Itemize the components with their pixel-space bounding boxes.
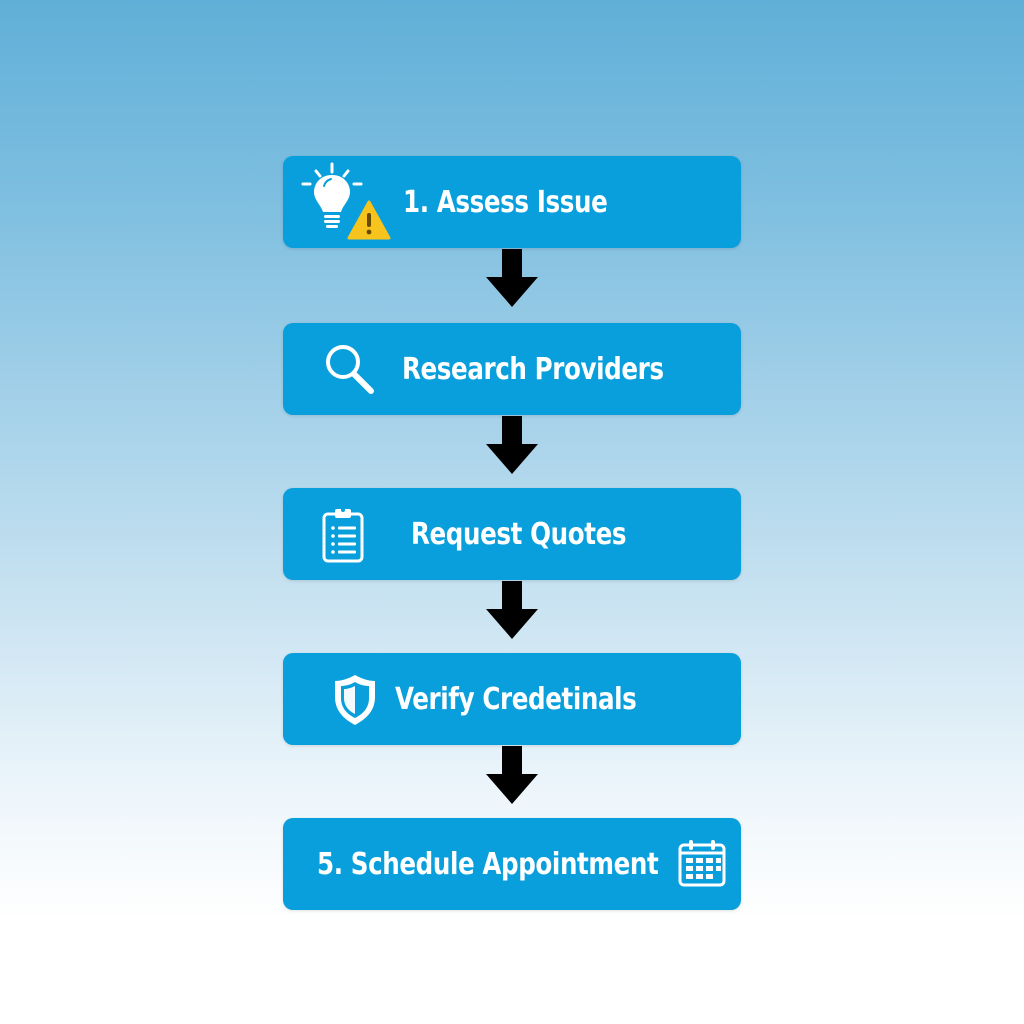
arrow-down-icon	[486, 416, 538, 474]
step-research-providers: Research Providers	[283, 323, 741, 415]
step-label: 5. Schedule Appointment	[317, 846, 659, 882]
step-schedule-appointment: 5. Schedule Appointment	[283, 818, 741, 910]
lightbulb-warning-icon	[301, 162, 391, 240]
step-label: 1. Assess Issue	[403, 184, 608, 220]
clipboard-list-icon	[322, 508, 364, 563]
magnifier-icon	[326, 345, 374, 394]
step-label: Request Quotes	[411, 516, 627, 552]
arrow-down-icon	[486, 746, 538, 804]
step-request-quotes: Request Quotes	[283, 488, 741, 580]
step-label: Research Providers	[402, 351, 664, 387]
step-label: Verify Credetinals	[395, 681, 637, 717]
arrow-down-icon	[486, 581, 538, 639]
step-assess-issue: 1. Assess Issue	[283, 156, 741, 248]
shield-icon	[335, 675, 375, 725]
calendar-icon	[678, 840, 726, 887]
step-verify-credentials: Verify Credetinals	[283, 653, 741, 745]
arrow-down-icon	[486, 249, 538, 307]
